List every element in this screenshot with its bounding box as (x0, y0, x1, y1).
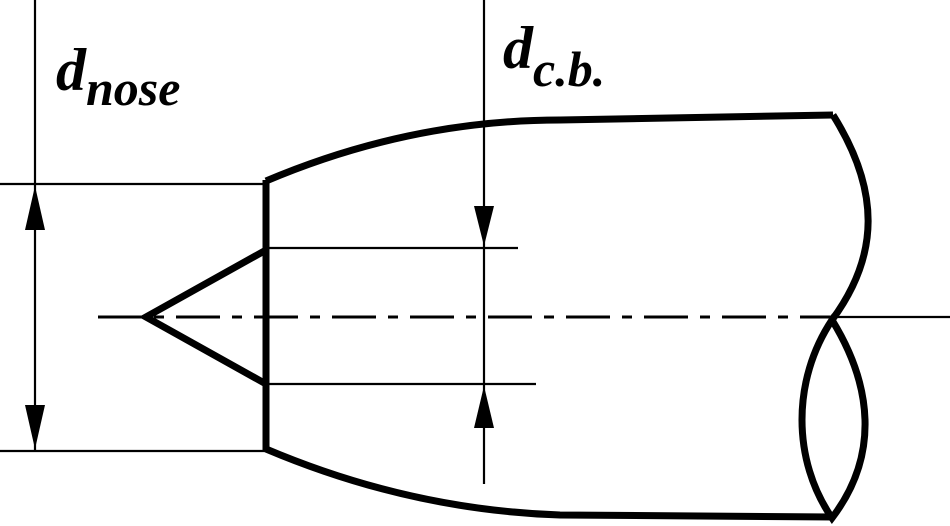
dimension-arrows (25, 186, 494, 449)
nose-arrow-down (25, 405, 45, 449)
nose-arrow-up (25, 186, 45, 230)
drill-top-profile (264, 111, 834, 185)
cb-arrow-down (474, 206, 494, 246)
d-cb-subscript: c.b. (533, 41, 605, 97)
d-nose-main: d (56, 37, 87, 103)
cb-arrow-up (474, 386, 494, 428)
d-cb-label: dc.b. (503, 15, 605, 97)
drill-break-outer-curve (829, 113, 872, 323)
d-nose-label: dnose (56, 37, 180, 116)
drill-body (138, 111, 872, 524)
d-nose-subscript: nose (86, 60, 180, 116)
nose-cone (138, 246, 268, 388)
drill-bottom-profile (264, 445, 834, 521)
drill-break-inner-loop (798, 313, 869, 524)
d-cb-main: d (503, 15, 534, 81)
